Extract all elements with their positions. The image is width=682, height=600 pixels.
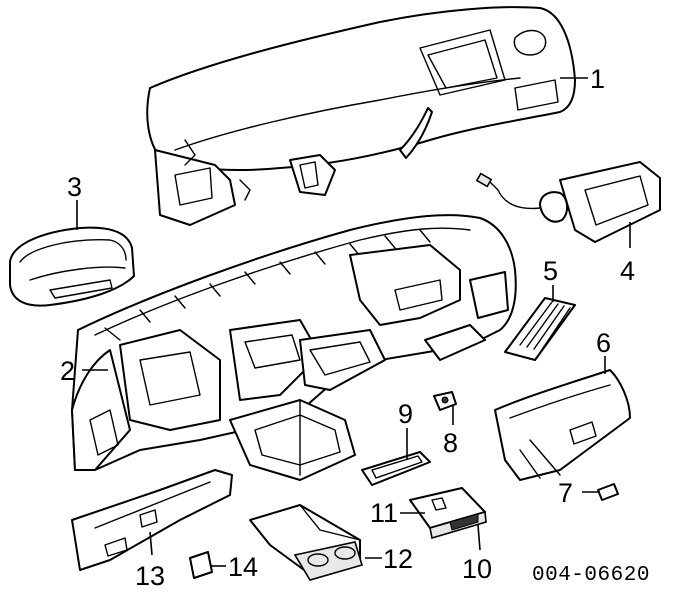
- drawing-number: 004-06620: [532, 564, 650, 587]
- part-3-cluster-bezel: [9, 226, 135, 307]
- callout-5: 5: [543, 256, 558, 286]
- callout-2: 2: [60, 356, 75, 386]
- callout-9: 9: [398, 399, 413, 429]
- leader-10: [477, 524, 481, 551]
- callout-4: 4: [620, 256, 635, 286]
- callout-3: 3: [67, 172, 82, 202]
- part-13-lower-trim-panel: [71, 469, 233, 571]
- part-6-glove-box: [494, 369, 631, 481]
- part-5-air-vent: [504, 297, 576, 361]
- callout-7: 7: [558, 478, 573, 508]
- callout-labels: 1 2 3 4 5 6 7 8 9 10 11 12 13 14 004-066…: [60, 64, 650, 591]
- part-4-airbag-module: [475, 161, 661, 243]
- callout-8: 8: [443, 428, 458, 458]
- part-1-upper-dash-panel: [146, 6, 576, 226]
- part-9-switch-bezel: [361, 451, 431, 486]
- part-14-trim-cover: [189, 551, 213, 579]
- callout-6: 6: [596, 328, 611, 358]
- callout-14: 14: [228, 552, 258, 582]
- part-2-instrument-panel: [71, 214, 517, 481]
- callout-13: 13: [135, 561, 165, 591]
- part-7-clip: [597, 483, 619, 501]
- callout-10: 10: [462, 554, 492, 584]
- callout-12: 12: [383, 544, 413, 574]
- callout-11: 11: [370, 498, 398, 528]
- leader-13: [149, 531, 153, 556]
- part-8-bracket: [433, 391, 457, 411]
- callout-1: 1: [590, 64, 605, 94]
- part-12-cup-holder: [249, 504, 364, 581]
- leader-lines: [76, 77, 631, 567]
- part-10-ashtray-housing: [409, 487, 487, 540]
